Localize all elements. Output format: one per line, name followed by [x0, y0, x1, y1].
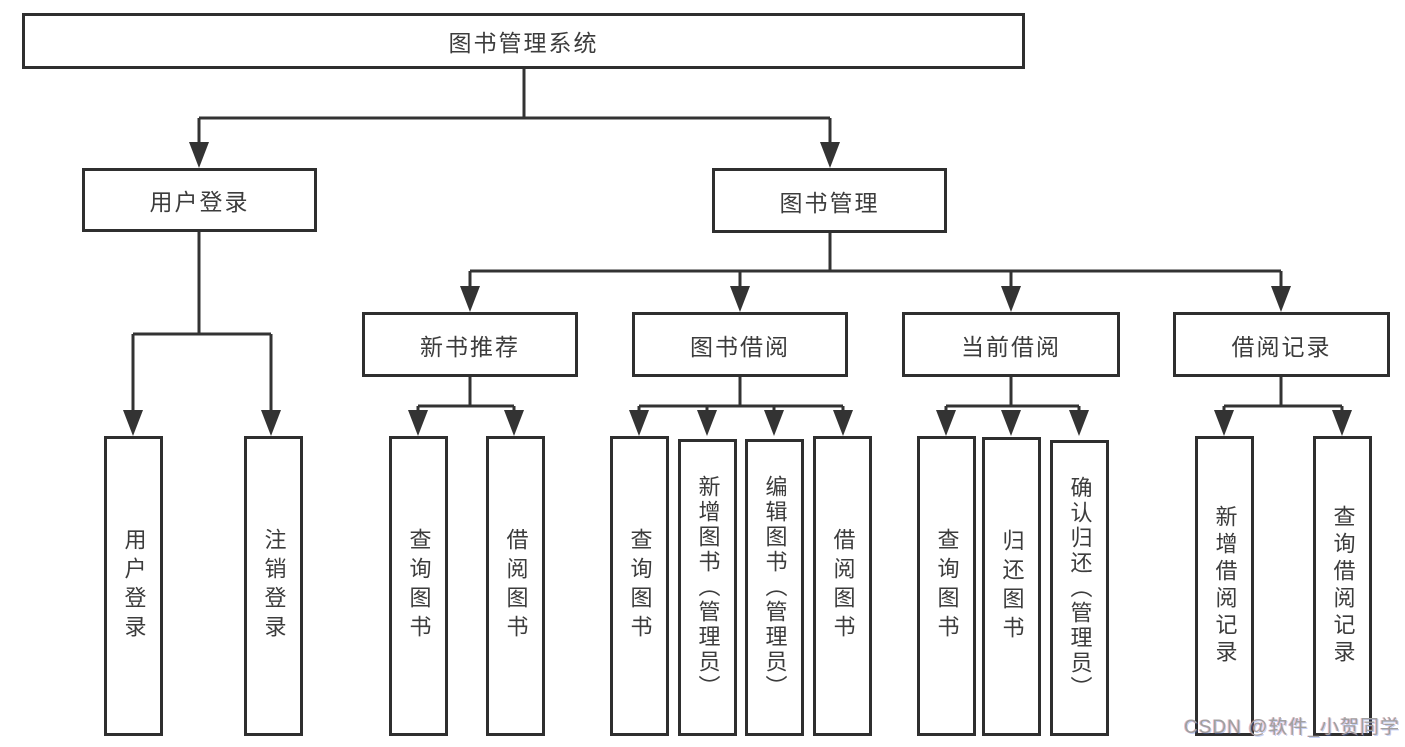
connector-root-to-level2 [189, 69, 840, 168]
node-book-borrow: 图书借阅 [632, 312, 848, 377]
node-new-book-recommend: 新书推荐 [362, 312, 578, 377]
leaf-newbook-query-books: 查询图书 [389, 436, 448, 736]
node-book-management: 图书管理 [712, 168, 947, 233]
node-current-borrow: 当前借阅 [902, 312, 1120, 377]
leaf-currentborrow-query-books: 查询图书 [917, 436, 976, 736]
leaf-bookborrow-query-books: 查询图书 [610, 436, 669, 736]
connector-bookborrow-to-leaves [629, 377, 853, 436]
node-user-login: 用户登录 [82, 168, 317, 232]
leaf-logout: 注销登录 [244, 436, 303, 736]
leaf-newbook-borrow-books: 借阅图书 [486, 436, 545, 736]
leaf-bookborrow-edit-books-admin: 编辑图书（管理员） [745, 439, 804, 736]
leaf-currentborrow-return-books: 归还图书 [982, 437, 1041, 736]
leaf-bookborrow-add-books-admin: 新增图书（管理员） [678, 439, 737, 736]
node-borrow-records: 借阅记录 [1173, 312, 1390, 377]
leaf-bookborrow-borrow-books: 借阅图书 [813, 436, 872, 736]
leaf-currentborrow-confirm-return-admin: 确认归还（管理员） [1050, 440, 1109, 736]
node-root: 图书管理系统 [22, 13, 1025, 69]
leaf-user-login: 用户登录 [104, 436, 163, 736]
connector-bookmgmt-to-level3 [460, 233, 1291, 312]
connector-borrowrecords-to-leaves [1214, 377, 1352, 436]
connector-userlogin-to-leaves [123, 232, 281, 436]
watermark: CSDN @软件_小贺同学 [1184, 717, 1400, 738]
connector-newbook-to-leaves [408, 377, 524, 436]
leaf-records-add-borrow-record: 新增借阅记录 [1195, 436, 1254, 736]
connector-currentborrow-to-leaves [936, 377, 1089, 436]
leaf-records-query-borrow-record: 查询借阅记录 [1313, 436, 1372, 736]
